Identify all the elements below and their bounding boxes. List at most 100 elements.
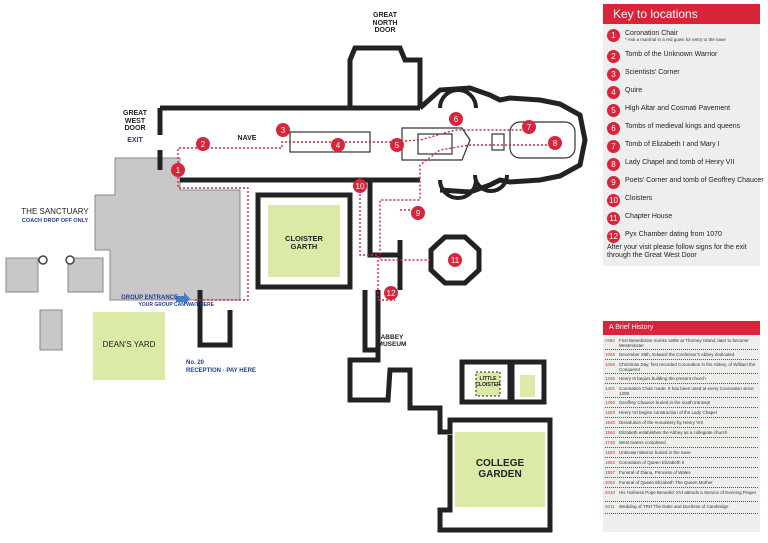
marker-7: 7 [522,120,536,134]
key-number: 11 [607,212,620,225]
history-text: Christmas Day, first recorded Coronation… [619,362,756,373]
key-label: Tombs of medieval kings and queens [625,123,741,130]
svg-text:7: 7 [527,123,532,132]
key-label: Chapter House [625,213,673,220]
history-entry: 2011 Wedding of TRH The Duke and Duchess … [605,503,758,514]
group-entrance-arrow [176,292,190,306]
key-number: 4 [607,86,620,99]
key-number: 2 [607,50,620,63]
svg-text:10: 10 [356,182,365,191]
history-year: 2011 [605,504,615,509]
history-year: 1920 [605,450,616,455]
history-text: Henry VII begins construction of the Lad… [619,410,717,415]
label-great-north-door: GREAT NORTH DOOR [372,12,398,35]
history-year: 2002 [605,480,616,485]
history-text: First Benedictine monks settle at Thorne… [619,338,749,349]
key-label: High Altar and Cosmati Pavement [625,105,731,112]
history-year: 2010 [605,490,616,495]
svg-text:3: 3 [281,126,286,135]
svg-text:11: 11 [451,256,460,265]
svg-text:6: 6 [454,115,459,124]
label-deans-yard: DEAN'S YARD [102,340,156,349]
history-title: A Brief History [603,321,760,335]
marker-10: 10 [353,179,367,193]
key-title: Key to locations [603,4,760,24]
history-year: 1065 [605,352,616,357]
key-number: 12 [607,230,620,243]
label-abbey-museum: ABBEY MUSEUM [377,334,407,349]
green-areas [93,205,545,507]
key-item: 4 Quire [607,85,760,103]
marker-5: 5 [390,138,404,152]
key-item: 3 Scientists' Corner [607,67,760,85]
history-year: 1301 [605,386,616,391]
svg-text:1: 1 [176,166,181,175]
key-item: 12 Pyx Chamber dating from 1070 [607,229,760,247]
history-text: Elizabeth establishes the Abbey as a col… [619,430,728,435]
history-text: Wedding of TRH The Duke and Duchess of C… [619,504,729,509]
label-college-garden: COLLEGE GARDEN [475,458,525,480]
key-label: Cloisters [625,195,653,202]
label-no20: No. 20 [186,360,205,366]
history-year: 1997 [605,470,616,475]
key-after-visit: After your visit please follow signs for… [607,244,747,260]
svg-text:5: 5 [395,141,400,150]
key-item: 10 Cloisters [607,193,760,211]
svg-text:12: 12 [387,289,396,298]
history-year: c960 [605,338,615,343]
marker-11: 11 [448,253,462,267]
svg-text:2: 2 [201,140,206,149]
history-year: 1245 [605,376,616,381]
label-exit: EXIT [127,137,143,144]
label-little-cloister: LITTLE CLOISTER [475,376,501,388]
history-text: Unknown Warrior buried in the nave [619,450,691,455]
label-sanctuary: THE SANCTUARY [21,207,89,216]
key-item: 5 High Altar and Cosmati Pavement [607,103,760,121]
key-number: 3 [607,68,620,81]
history-panel: A Brief History c960 First Benedictine mo… [603,321,760,532]
history-year: 1953 [605,460,616,465]
key-number: 6 [607,122,620,135]
key-number: 8 [607,158,620,171]
history-text: Funeral of Queen Elizabeth The Queen Mot… [619,480,713,485]
marker-1: 1 [171,163,185,177]
history-text: West towers completed [619,440,666,445]
svg-text:9: 9 [416,209,421,218]
key-label: Poets' Corner and tomb of Geoffrey Chauc… [625,177,764,184]
history-year: 1560 [605,430,616,435]
key-label: Scientists' Corner [625,69,680,76]
label-coach-drop: COACH DROP OFF ONLY [21,218,89,224]
label-group-wait: YOUR GROUP CAN WAIT HERE [138,302,214,308]
history-year: 1066 [605,362,616,367]
history-entry: c960 First Benedictine monks settle at Th… [605,337,758,350]
key-label: Tomb of Elizabeth I and Mary I [625,141,720,148]
history-year: 1540 [605,420,616,425]
history-year: 1745 [605,440,616,445]
key-item: 6 Tombs of medieval kings and queens [607,121,760,139]
marker-9: 9 [411,206,425,220]
key-number: 5 [607,104,620,117]
key-note: * Ask a marshal in a red gown for entry … [625,37,726,42]
key-label: Quire [625,87,643,94]
location-markers: 1 2 3 4 5 6 7 8 9 10 11 12 [171,112,562,300]
key-number: 10 [607,194,620,207]
marker-6: 6 [449,112,463,126]
label-nave: NAVE [237,135,257,142]
label-cloister-garth: CLOISTER GARTH [285,234,323,252]
history-year: 1400 [605,400,616,405]
key-label: Pyx Chamber dating from 1070 [625,231,722,238]
history-text: Geoffrey Chaucer buried in the south tra… [619,400,711,405]
